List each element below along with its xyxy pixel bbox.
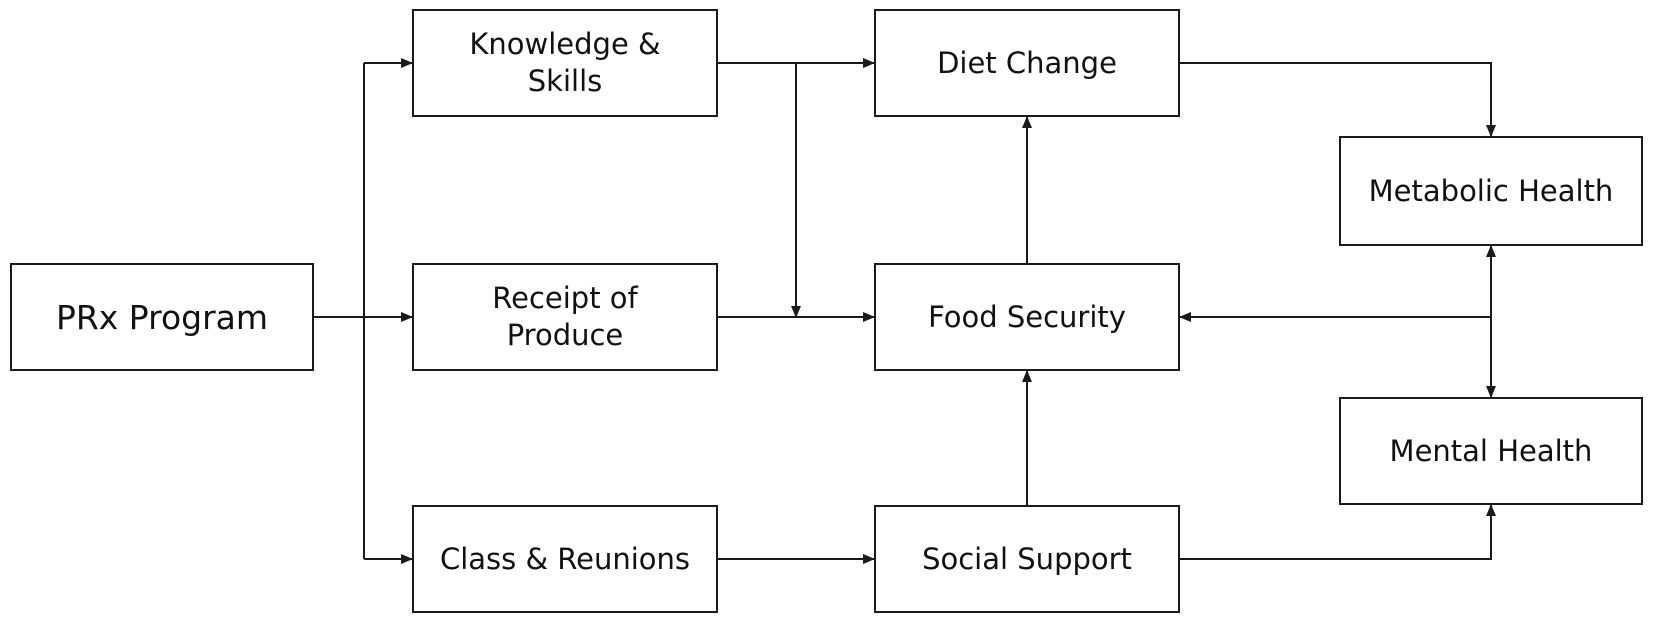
node-food-security-label: Food Security [928,299,1126,334]
edge-social-to-mental [1180,504,1496,560]
node-metabolic-health: Metabolic Health [1339,136,1643,246]
node-social-support: Social Support [874,505,1180,613]
node-class-reunions: Class & Reunions [412,505,718,613]
node-food-security: Food Security [874,263,1180,371]
node-diet-change-label: Diet Change [937,45,1117,80]
node-mental-health-label: Mental Health [1389,433,1593,468]
node-receipt-of-produce-line2: Produce [506,318,624,352]
node-knowledge-skills-line1: Knowledge & [469,27,661,61]
edge-diet-to-metabolic [1180,62,1496,137]
node-metabolic-health-label: Metabolic Health [1368,173,1614,208]
node-receipt-of-produce: Receipt of Produce [412,263,718,371]
node-mental-health: Mental Health [1339,397,1643,505]
node-class-reunions-label: Class & Reunions [439,541,691,576]
node-prx-program-label: PRx Program [55,297,269,337]
node-diet-change: Diet Change [874,9,1180,117]
node-knowledge-skills: Knowledge & Skills [412,9,718,117]
node-prx-program: PRx Program [10,263,314,371]
node-social-support-label: Social Support [922,541,1132,576]
node-receipt-of-produce-line1: Receipt of [492,281,638,315]
node-knowledge-skills-line2: Skills [527,64,603,98]
